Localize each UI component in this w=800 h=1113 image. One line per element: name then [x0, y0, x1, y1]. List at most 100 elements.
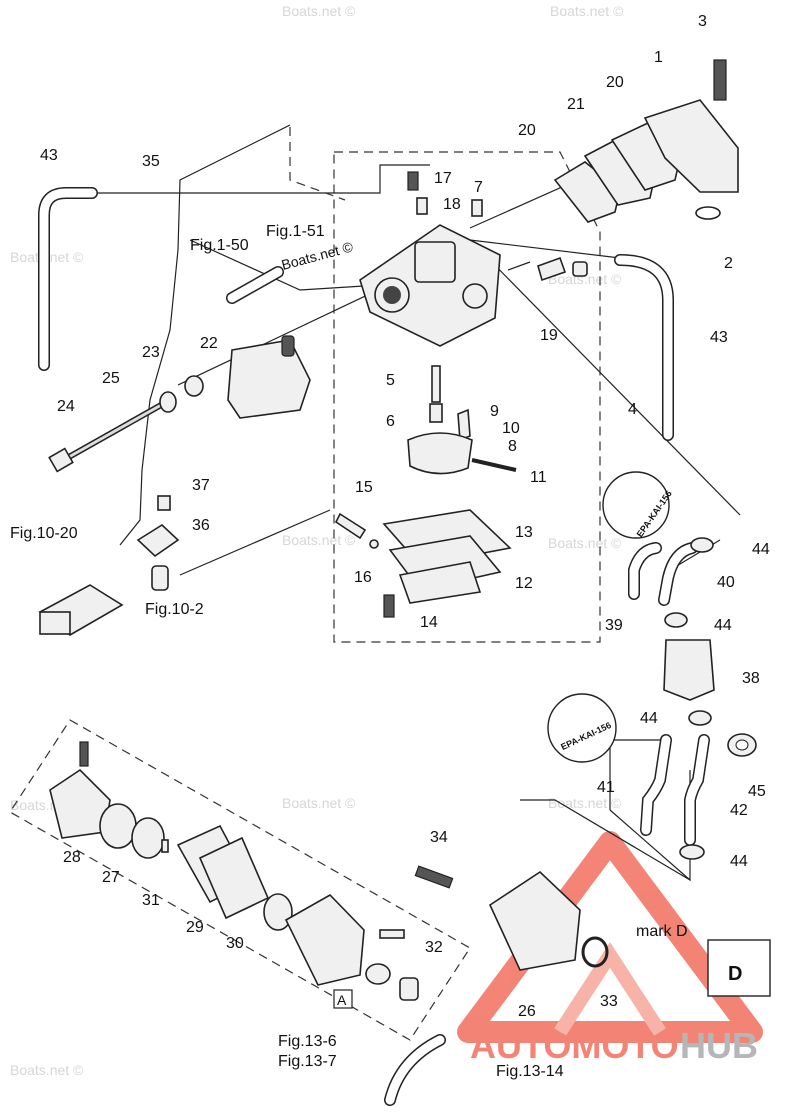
watermarks: Boats.net © Boats.net © Boats.net © Boat…: [10, 3, 624, 1078]
pump-plunger: [399, 977, 419, 1001]
part-44-clamp: [664, 612, 688, 628]
part-38-fuel-filter: [663, 639, 715, 701]
fuel-hose-39-40: [628, 542, 698, 606]
callout: 8: [508, 438, 517, 455]
part-24-screw: [48, 397, 172, 473]
callout: 40: [717, 574, 735, 591]
epa-stamp-upper: EPA-KAI-156: [602, 471, 674, 539]
callout: 14: [420, 614, 438, 631]
callout: 9: [490, 403, 499, 420]
part-32-screw: [379, 929, 405, 939]
callout: 2: [724, 255, 733, 272]
callout: 43: [710, 329, 728, 346]
callout: 10: [502, 420, 520, 437]
figure-ref: Fig.10-20: [10, 525, 78, 542]
part-27-valve: [131, 817, 165, 859]
figure-ref: Fig.1-50: [190, 237, 249, 254]
callout: 17: [434, 170, 452, 187]
hose-43-left: [38, 187, 98, 371]
view-a-box: [333, 989, 353, 1009]
watermark: Boats.net ©: [548, 271, 622, 287]
callout: 20: [606, 74, 624, 91]
callout: 24: [57, 398, 75, 415]
epa-stamp-lower: EPA-KAI-156: [547, 693, 617, 763]
callout: 5: [386, 372, 395, 389]
part-18-spring: [416, 197, 428, 215]
mark-d-label: mark D: [636, 923, 688, 940]
figure-ref: Fig.1-51: [266, 223, 325, 240]
figure-ref: Fig.13-7: [278, 1053, 337, 1070]
logo-text-secondary: HUB: [680, 1025, 758, 1066]
fuel-hose-41-42: [640, 734, 710, 846]
fuel-pump-exploded-box: [9, 719, 471, 1041]
part-17-screw: [407, 171, 419, 191]
part-30-diaphragm: [198, 836, 270, 920]
callout: 15: [355, 479, 373, 496]
callout: 23: [142, 344, 160, 361]
part-26-fuel-pump: [488, 870, 581, 971]
callout: 33: [600, 993, 618, 1010]
callout: 30: [226, 935, 244, 952]
callout: 39: [605, 617, 623, 634]
callout: 44: [714, 617, 732, 634]
cable-35: [119, 124, 291, 546]
carb-watermark: Boats.net ©: [280, 238, 356, 273]
part-12-chamber-bottom: [398, 561, 482, 604]
callout: 28: [63, 849, 81, 866]
callout: 45: [748, 783, 766, 800]
fig-10-20-plug: [39, 611, 71, 635]
callout: 31: [142, 892, 160, 909]
figure-ref: Fig.13-14: [496, 1063, 564, 1080]
hose-stub: [226, 266, 284, 304]
callout: 44: [640, 710, 658, 727]
callout: 3: [698, 13, 707, 30]
svg-text:D: D: [728, 963, 742, 985]
pump-body-a: [284, 893, 365, 986]
callout: 44: [752, 541, 770, 558]
callout: 11: [530, 469, 547, 486]
carburetor-body: [359, 224, 501, 347]
callout: 7: [474, 179, 483, 196]
part-44-clamp: [688, 710, 712, 726]
part-5-nozzle: [431, 365, 441, 403]
watermark: Boats.net ©: [282, 532, 356, 548]
part-27-diaphragm: [99, 803, 137, 849]
watermark: Boats.net ©: [282, 795, 356, 811]
part-2-ring: [695, 206, 721, 220]
callout: 20: [518, 122, 536, 139]
callout: 19: [540, 327, 558, 344]
callout: 21: [567, 96, 585, 113]
callout: 25: [102, 370, 120, 387]
part-7-screw: [471, 199, 483, 217]
part-34-bolt: [414, 865, 454, 889]
part-14-screw: [383, 594, 395, 618]
callout: 27: [102, 869, 120, 886]
part-44-clamp: [679, 844, 705, 860]
part-19-pilot-screw: [507, 256, 588, 282]
part-15-drain-screw: [334, 512, 367, 540]
hose-43-right: [614, 254, 674, 441]
part-22-vent: [227, 339, 311, 419]
part-44-clamp: [690, 537, 714, 553]
callout: 22: [200, 335, 218, 352]
logo-text-primary: AUTOMOTO: [470, 1025, 679, 1066]
figure-references: Fig.1-50 Fig.1-51 Fig.10-20 Fig.10-2 Fig…: [10, 223, 688, 1080]
spring-small: [365, 963, 391, 985]
spring-coil: [263, 893, 293, 931]
callout: 43: [40, 147, 58, 164]
figure-ref: Fig.10-2: [145, 601, 204, 618]
callout: 44: [730, 853, 748, 870]
part-36-clamp: [136, 523, 180, 558]
callout: 6: [386, 413, 395, 430]
part-1-intake-manifold: [643, 99, 739, 193]
part-25-washer: [159, 391, 177, 413]
callout: 4: [628, 401, 637, 418]
callout: 41: [597, 779, 615, 796]
watermark: Boats.net ©: [10, 1062, 84, 1078]
callout: 34: [430, 829, 448, 846]
part-3-bolt: [713, 59, 727, 101]
callout: 38: [742, 670, 760, 687]
carburetor-assembly-box: [333, 151, 601, 643]
